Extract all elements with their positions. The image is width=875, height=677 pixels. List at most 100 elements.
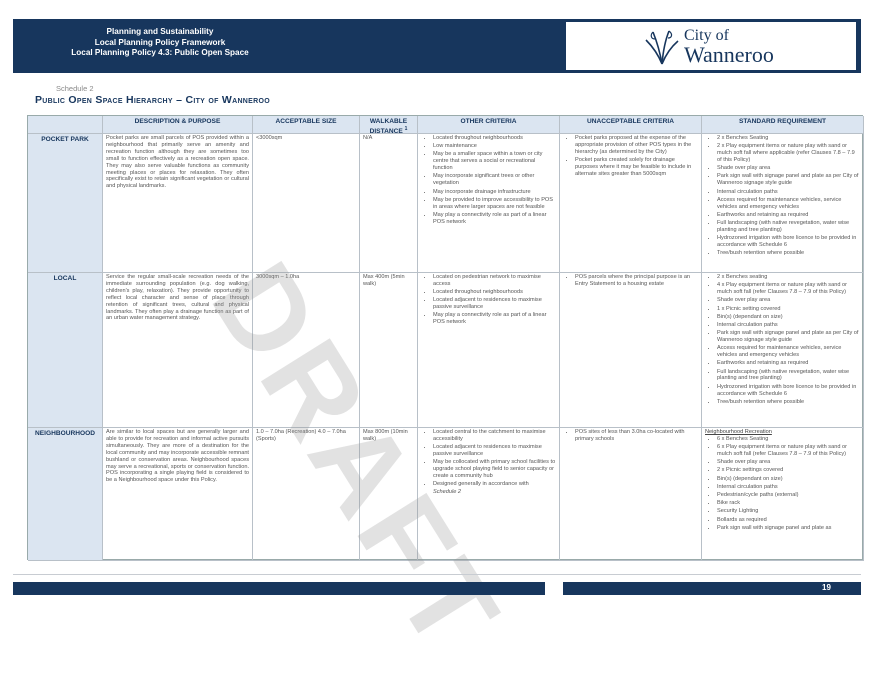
header-description: Description & Purpose: [103, 116, 253, 134]
list-item: Tree/bush retention where possible: [717, 250, 860, 257]
row-label-pocket-park: POCKET PARK: [28, 134, 103, 273]
header-size: Acceptable Size: [253, 116, 360, 134]
bullet-list: Pocket parks proposed at the expense of …: [563, 135, 698, 178]
list-item: Shade over play area: [717, 165, 860, 172]
list-item: Located throughout neighbourhoods: [433, 289, 556, 296]
list-item: 2 x Benches Seating: [717, 135, 860, 142]
list-item: Bin(s) (dependant on size): [717, 476, 860, 483]
list-item: Internal circulation paths: [717, 484, 860, 491]
bullet-list: Located throughout neighbourhoodsLow mai…: [421, 135, 556, 226]
pocket-park-distance: N/A: [360, 134, 418, 273]
header-cell-empty: [28, 116, 103, 134]
list-item: May be a smaller space within a town or …: [433, 151, 556, 172]
list-item: May play a connectivity role as part of …: [433, 212, 556, 226]
row-label-local: LOCAL: [28, 273, 103, 428]
list-item: Access required for maintenance vehicles…: [717, 345, 860, 359]
list-item: 6 x Benches Seating: [717, 436, 860, 443]
list-item: 1 x Picnic setting covered: [717, 306, 860, 313]
pocket-park-standard: 2 x Benches Seating2 x Play equipment it…: [702, 134, 864, 273]
list-item: Low maintenance: [433, 143, 556, 150]
list-item: 2 x Benches seating: [717, 274, 860, 281]
local-distance: Max 400m (5min walk): [360, 273, 418, 428]
header-distance-label: Walkable Distance: [369, 118, 408, 134]
list-item: Pocket parks created solely for drainage…: [575, 157, 698, 178]
list-item: Hydrozoned irrigation with bore licence …: [717, 235, 860, 249]
local-other: Located on pedestrian network to maximis…: [418, 273, 560, 428]
list-item: Pedestrian/cycle paths (external): [717, 492, 860, 499]
list-item: 6 x Play equipment items or nature play …: [717, 444, 860, 458]
local-description: Service the regular small-scale recreati…: [103, 273, 253, 428]
list-item: Hydrozoned irrigation with bore licence …: [717, 384, 860, 398]
row-label-neighbourhood: NEIGHBOURHOOD: [28, 428, 103, 561]
bullet-list: POS parcels where the principal purpose …: [563, 274, 698, 288]
list-item: POS sites of less than 3.0ha co-located …: [575, 429, 698, 443]
neighbourhood-size: 1.0 – 7.0ha (Recreation) 4.0 – 7.0ha (Sp…: [253, 428, 360, 561]
local-size: 3000sqm – 1.0ha: [253, 273, 360, 428]
neighbourhood-unacceptable: POS sites of less than 3.0ha co-located …: [560, 428, 702, 561]
list-item: Bollards as required: [717, 517, 860, 524]
list-item: Bin(s) (dependant on size): [717, 314, 860, 321]
list-item: Internal circulation paths: [717, 189, 860, 196]
page-number: 19: [822, 583, 831, 592]
bullet-list: POS sites of less than 3.0ha co-located …: [563, 429, 698, 443]
list-item: Located throughout neighbourhoods: [433, 135, 556, 142]
list-item: Shade over play area: [717, 459, 860, 466]
list-item: 2 x Play equipment items or nature play …: [717, 143, 860, 164]
neighbourhood-other-reference: Schedule 2: [433, 489, 461, 496]
wanneroo-logo-icon: [645, 30, 679, 65]
header-unacceptable: Unacceptable Criteria: [560, 116, 702, 134]
list-item: Full landscaping (with native revegetati…: [717, 220, 860, 234]
logo-city-text: City of: [684, 27, 729, 44]
list-item: Park sign wall with signage panel and pl…: [717, 525, 860, 532]
header-line-3: Local Planning Policy 4.3: Public Open S…: [71, 48, 249, 57]
header-line-1: Planning and Sustainability: [106, 27, 214, 36]
local-unacceptable: POS parcels where the principal purpose …: [560, 273, 702, 428]
city-logo: City of Wanneroo: [566, 22, 856, 70]
neighbourhood-standard-heading: Neighbourhood Recreation: [705, 429, 772, 435]
list-item: Park sign wall with signage panel and pl…: [717, 173, 860, 187]
header-other: Other Criteria: [418, 116, 560, 134]
list-item: 2 x Picnic settings covered: [717, 467, 860, 474]
local-standard: 2 x Benches seating4 x Play equipment it…: [702, 273, 864, 428]
list-item: Full landscaping (with native revegetati…: [717, 369, 860, 383]
pocket-park-description: Pocket parks are small parcels of POS pr…: [103, 134, 253, 273]
list-item: Park sign wall with signage panel and pl…: [717, 330, 860, 344]
list-item: Located adjacent to residences to maximi…: [433, 444, 556, 458]
list-item: Earthworks and retaining as required: [717, 212, 860, 219]
list-item: Designed generally in accordance with: [433, 481, 556, 488]
list-item: Access required for maintenance vehicles…: [717, 197, 860, 211]
footer-band: [13, 582, 861, 595]
pocket-park-unacceptable: Pocket parks proposed at the expense of …: [560, 134, 702, 273]
neighbourhood-distance: Max 800m (10min walk): [360, 428, 418, 561]
list-item: POS parcels where the principal purpose …: [575, 274, 698, 288]
neighbourhood-description: Are similar to local spaces but are gene…: [103, 428, 253, 561]
bullet-list: 2 x Benches Seating2 x Play equipment it…: [705, 135, 860, 257]
pos-hierarchy-table: Description & Purpose Acceptable Size Wa…: [27, 115, 864, 561]
logo-name-text: Wanneroo: [684, 42, 774, 67]
list-item: Pocket parks proposed at the expense of …: [575, 135, 698, 156]
list-item: Tree/bush retention where possible: [717, 399, 860, 406]
list-item: 4 x Play equipment items or nature play …: [717, 282, 860, 296]
bullet-list: 2 x Benches seating4 x Play equipment it…: [705, 274, 860, 406]
list-item: Bike rack: [717, 500, 860, 507]
list-item: Shade over play area: [717, 297, 860, 304]
page-title: Public Open Space Hierarchy – City of Wa…: [35, 94, 270, 106]
list-item: Located on pedestrian network to maximis…: [433, 274, 556, 288]
neighbourhood-other: Located central to the catchment to maxi…: [418, 428, 560, 561]
list-item: Security Lighting: [717, 508, 860, 515]
header-title: Planning and Sustainability Local Planni…: [20, 27, 300, 59]
pocket-park-other: Located throughout neighbourhoodsLow mai…: [418, 134, 560, 273]
list-item: Located central to the catchment to maxi…: [433, 429, 556, 443]
header-distance-footnote: 1: [404, 125, 408, 132]
list-item: Located adjacent to residences to maximi…: [433, 297, 556, 311]
schedule-label: Schedule 2: [56, 84, 94, 93]
header-line-2: Local Planning Policy Framework: [94, 37, 226, 47]
list-item: May incorporate significant trees or oth…: [433, 173, 556, 187]
list-item: May play a connectivity role as part of …: [433, 312, 556, 326]
bullet-list: Located central to the catchment to maxi…: [421, 429, 556, 488]
footer-rule: [13, 574, 861, 575]
list-item: May be collocated with primary school fa…: [433, 459, 556, 480]
bullet-list: Located on pedestrian network to maximis…: [421, 274, 556, 326]
header-standard: Standard Requirement: [702, 116, 864, 134]
bullet-list: 6 x Benches Seating6 x Play equipment it…: [705, 436, 860, 532]
